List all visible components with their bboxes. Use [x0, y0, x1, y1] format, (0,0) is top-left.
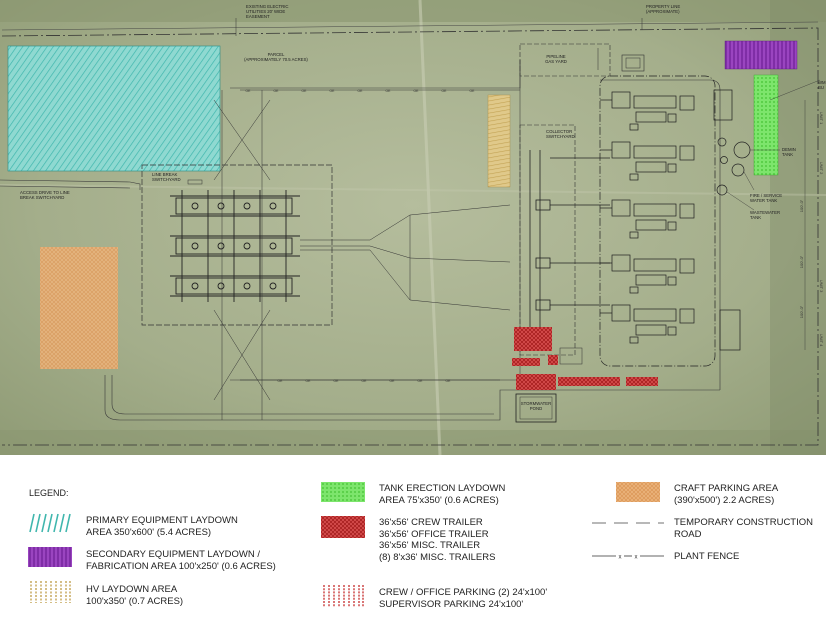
svg-text:x: x [619, 555, 622, 561]
unit-1-label: UNIT 1 [819, 112, 824, 125]
unit-4-label: UNIT 4 [819, 334, 824, 347]
svg-text:OE: OE [446, 379, 452, 383]
craft-parking-area [40, 247, 118, 369]
line-break-switchyard-fence [141, 164, 333, 326]
fire-service-water-tank [731, 163, 745, 177]
svg-text:OE: OE [274, 89, 280, 93]
legend-swatch-trailers [321, 516, 365, 538]
stormwater-pond [515, 393, 557, 423]
crew-office-parking [516, 374, 658, 390]
svg-text:OE: OE [306, 379, 312, 383]
wastewater-tank [716, 184, 728, 196]
dimension-1: 100'-0" [799, 199, 804, 212]
svg-text:OE: OE [278, 379, 284, 383]
collector-switchyard-fence [519, 124, 576, 356]
svg-text:OE: OE [418, 379, 424, 383]
legend-title: LEGEND: [29, 488, 69, 498]
legend-label-fence: PLANT FENCE [674, 551, 740, 562]
property-line [1, 27, 819, 446]
legend-swatch-road [592, 522, 664, 524]
legend: LEGEND: PRIMARY EQUIPMENT LAYDOWN AREA 3… [0, 455, 826, 620]
overhead-line-markers: OE OE OE OE OE OE OE OE OE OE OE OE OE O… [246, 89, 476, 383]
plant-fence [599, 75, 716, 367]
legend-label-primary: PRIMARY EQUIPMENT LAYDOWN AREA 350'x600'… [86, 515, 238, 538]
legend-swatch-craft [616, 482, 660, 502]
secondary-equipment-laydown-area [724, 40, 798, 70]
legend-label-hv: HV LAYDOWN AREA 100'x350' (0.7 ACRES) [86, 584, 184, 607]
unit-3-label: UNIT 3 [819, 280, 824, 293]
legend-swatch-fence: x x [592, 555, 664, 561]
svg-text:OE: OE [386, 89, 392, 93]
legend-swatch-tank [321, 482, 365, 502]
pipeline-gas-yard-fence [519, 43, 611, 77]
generating-units [600, 89, 741, 351]
svg-text:OE: OE [414, 89, 420, 93]
unit-2-label: UNIT 2 [819, 162, 824, 175]
svg-text:OE: OE [334, 379, 340, 383]
parcel-label: PARCEL(APPROXIMATELY 70.5 ACRES) [244, 52, 308, 62]
legend-swatch-secondary [28, 547, 72, 567]
line-break-switchyard-equipment [170, 190, 300, 302]
legend-label-secondary: SECONDARY EQUIPMENT LAYDOWN / FABRICATIO… [86, 549, 276, 572]
legend-label-parking: CREW / OFFICE PARKING (2) 24'x100' SUPER… [379, 587, 548, 610]
tank-erection-laydown-area [753, 74, 779, 176]
primary-equipment-laydown-area [7, 45, 221, 172]
dimension-3: 100'-0" [799, 305, 804, 318]
svg-text:OE: OE [330, 89, 336, 93]
legend-label-trailers: 36'x56' CREW TRAILER 36'x56' OFFICE TRAI… [379, 517, 496, 563]
hv-laydown-area [487, 94, 511, 188]
legend-label-craft: CRAFT PARKING AREA (390'x500') 2.2 ACRES… [674, 483, 779, 506]
tank-leaders [726, 79, 821, 211]
svg-text:OE: OE [246, 89, 252, 93]
svg-text:x: x [635, 555, 638, 561]
svg-text:OE: OE [362, 379, 368, 383]
property-line-label: PROPERTY LINE(APPROXIMATE) [646, 4, 680, 14]
svg-text:OE: OE [358, 89, 364, 93]
legend-swatch-parking [323, 585, 364, 607]
legend-label-tank: TANK ERECTION LAYDOWN AREA 75'x350' (0.6… [379, 483, 506, 506]
dimension-2: 100'-0" [799, 255, 804, 268]
svg-text:OE: OE [390, 379, 396, 383]
crew-office-trailers [512, 327, 558, 366]
svg-text:OE: OE [442, 89, 448, 93]
svg-text:OE: OE [470, 89, 476, 93]
legend-swatch-primary [29, 513, 71, 533]
legend-label-road: TEMPORARY CONSTRUCTION ROAD [674, 517, 813, 540]
legend-swatch-hv [30, 581, 71, 603]
svg-text:OE: OE [302, 89, 308, 93]
